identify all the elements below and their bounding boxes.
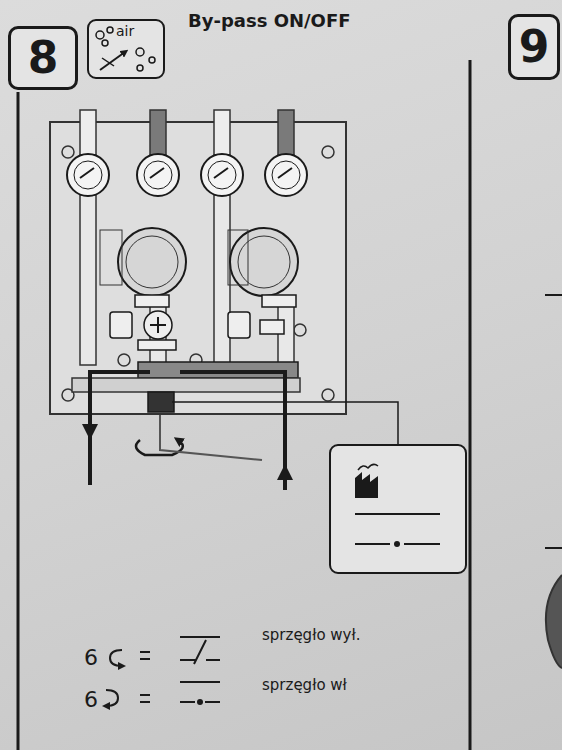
callout-number: 6 [84,647,98,669]
switch-state-label: sprzęgło wł [262,678,347,693]
step-number: 9 [519,25,550,69]
switch-state-label: sprzęgło wył. [262,628,361,643]
callout-number: 6 [84,689,98,711]
diagram-title: By-pass ON/OFF [188,12,350,30]
step-number: 8 [28,36,59,80]
step-number-box: 9 [508,14,560,80]
icon-label: air [116,24,134,38]
step-number-box: 8 [8,26,78,90]
